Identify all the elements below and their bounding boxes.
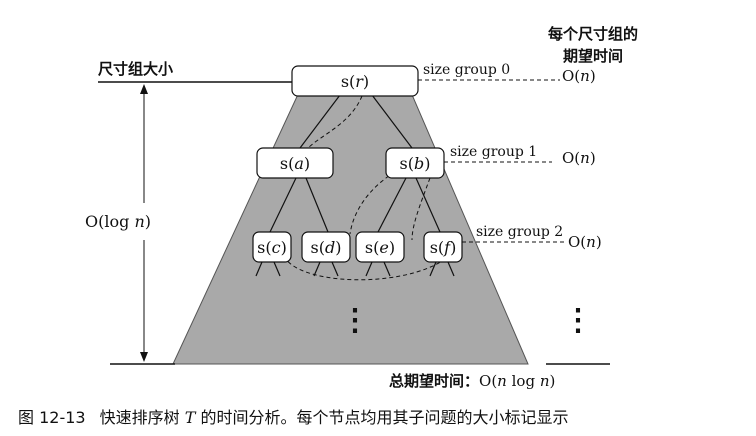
size-group-0-label: size group 0	[423, 62, 510, 78]
ellipsis-time-column: ⋮	[563, 303, 593, 338]
size-group-2-time: O(n)	[568, 233, 602, 251]
node-d: s(d)	[301, 231, 351, 263]
svg-text:s(e): s(e)	[365, 238, 395, 257]
svg-text:s(r): s(r)	[341, 72, 369, 91]
node-b: s(b)	[385, 147, 445, 179]
height-arrow-down-icon	[140, 352, 148, 362]
size-group-1-label: size group 1	[450, 144, 537, 160]
node-c: s(c)	[252, 231, 292, 263]
height-arrow-up-icon	[140, 84, 148, 94]
svg-text:s(c): s(c)	[257, 238, 287, 257]
size-group-1-time: O(n)	[562, 149, 596, 167]
svg-text:s(d): s(d)	[311, 238, 342, 257]
svg-text:s(b): s(b)	[400, 154, 431, 173]
size-group-2-label: size group 2	[476, 224, 563, 240]
node-f: s(f)	[423, 231, 463, 263]
ellipsis-tree: ⋮	[340, 303, 370, 338]
tree-edges	[255, 94, 455, 277]
node-root: s(r)	[291, 65, 419, 97]
size-group-size-label: 尺寸组大小	[98, 60, 173, 78]
expected-time-header-line2: 期望时间	[563, 47, 623, 65]
height-label: O(log n)	[85, 212, 151, 231]
expected-time-header-line1: 每个尺寸组的	[548, 25, 638, 43]
node-a: s(a)	[256, 147, 334, 179]
total-expected-time: 总期望时间：O(n log n)	[389, 372, 555, 390]
node-e: s(e)	[355, 231, 405, 263]
svg-text:s(a): s(a)	[280, 154, 310, 173]
svg-text:s(f): s(f)	[430, 238, 457, 257]
size-group-0-time: O(n)	[562, 67, 596, 85]
leader-lines	[418, 79, 566, 243]
